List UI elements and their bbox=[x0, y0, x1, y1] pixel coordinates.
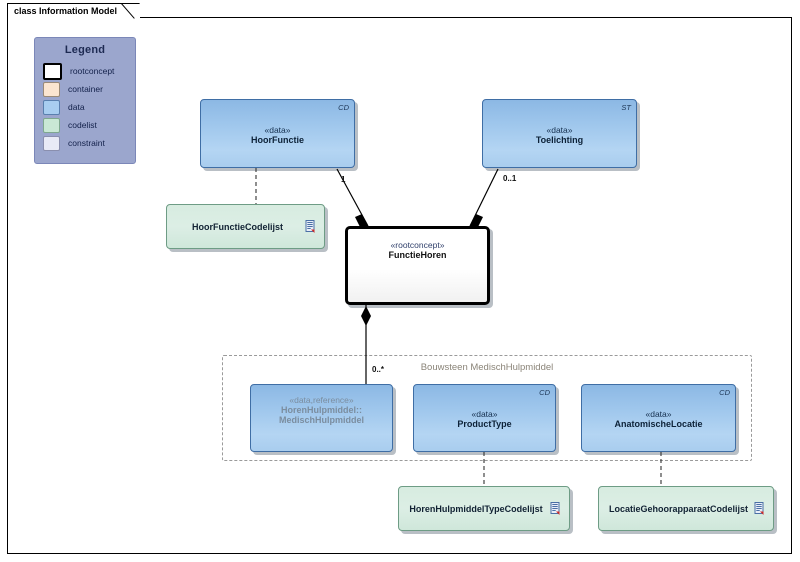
class-medischhulpmiddel[interactable]: «data,reference» HorenHulpmiddel:: Medis… bbox=[250, 384, 396, 455]
document-icon bbox=[754, 501, 764, 515]
classname-locatiegehoorapparaatcodelijst: LocatieGehoorapparaatCodelijst bbox=[609, 503, 749, 514]
document-icon bbox=[305, 219, 315, 233]
frame-title-text: class Information Model bbox=[14, 6, 118, 16]
classname-medischhulpmiddel-line1: HorenHulpmiddel:: bbox=[281, 405, 362, 415]
legend-item-rootconcept: rootconcept bbox=[43, 62, 135, 80]
node-body: CD «data» ProductType bbox=[413, 384, 556, 452]
class-toelichting[interactable]: ST «data» Toelichting bbox=[482, 99, 640, 171]
legend-label-rootconcept: rootconcept bbox=[70, 66, 115, 76]
tab-corner-line bbox=[121, 3, 141, 22]
corner-tag-toelichting: ST bbox=[621, 103, 631, 112]
classname-toelichting: Toelichting bbox=[535, 135, 584, 145]
classname-producttype: ProductType bbox=[457, 419, 512, 429]
stereotype-hoorfunctie: «data» bbox=[264, 125, 291, 135]
legend-item-codelist: codelist bbox=[43, 116, 135, 134]
class-locatiegehoorapparaatcodelijst[interactable]: LocatieGehoorapparaatCodelijst bbox=[598, 486, 777, 534]
swatch-container-icon bbox=[43, 81, 60, 97]
corner-tag-hoorfunctie: CD bbox=[338, 103, 349, 112]
document-icon bbox=[550, 501, 560, 515]
classname-horenhulpmiddeltypecodelijst: HorenHulpmiddelTypeCodelijst bbox=[409, 503, 543, 514]
node-body: HorenHulpmiddelTypeCodelijst bbox=[398, 486, 570, 531]
stereotype-anatomischelocatie: «data» bbox=[645, 409, 672, 419]
legend-title: Legend bbox=[64, 44, 106, 56]
multiplicity-medischhulpmiddel: 0..* bbox=[372, 365, 385, 374]
legend-label-codelist: codelist bbox=[68, 120, 97, 130]
legend-item-container: container bbox=[43, 80, 135, 98]
classname-hoorfunctie: HoorFunctie bbox=[251, 135, 304, 145]
node-body: CD «data» AnatomischeLocatie bbox=[581, 384, 736, 452]
classname-medischhulpmiddel-line2: MedischHulpmiddel bbox=[278, 415, 364, 425]
classname-anatomischelocatie: AnatomischeLocatie bbox=[614, 419, 703, 429]
swatch-constraint-icon bbox=[43, 135, 60, 151]
legend-label-constraint: constraint bbox=[68, 138, 105, 148]
swatch-rootconcept-icon bbox=[43, 62, 62, 80]
stereotype-functiehoren: «rootconcept» bbox=[390, 240, 445, 250]
stereotype-medischhulpmiddel: «data,reference» bbox=[289, 395, 354, 405]
class-functiehoren[interactable]: «rootconcept» FunctieHoren bbox=[345, 226, 493, 308]
legend-label-data: data bbox=[68, 102, 85, 112]
package-bouwsteen-medischhulpmiddel: Bouwsteen MedischHulpmiddel bbox=[222, 355, 752, 461]
swatch-codelist-icon bbox=[43, 117, 60, 133]
node-body: ST «data» Toelichting bbox=[482, 99, 637, 168]
class-anatomischelocatie[interactable]: CD «data» AnatomischeLocatie bbox=[581, 384, 739, 455]
multiplicity-toelichting: 0..1 bbox=[503, 174, 517, 183]
package-title: Bouwsteen MedischHulpmiddel bbox=[420, 362, 554, 373]
node-body: «data,reference» HorenHulpmiddel:: Medis… bbox=[250, 384, 393, 452]
corner-tag-anatomischelocatie: CD bbox=[719, 388, 730, 397]
legend-rows: rootconcept container data codelist cons… bbox=[43, 62, 135, 152]
legend-label-container: container bbox=[68, 84, 103, 94]
stereotype-producttype: «data» bbox=[471, 409, 498, 419]
class-horenhulpmiddeltypecodelijst[interactable]: HorenHulpmiddelTypeCodelijst bbox=[398, 486, 573, 534]
class-producttype[interactable]: CD «data» ProductType bbox=[413, 384, 559, 455]
legend-panel: Legend rootconcept container data codeli… bbox=[34, 37, 136, 164]
node-body: HoorFunctieCodelijst bbox=[166, 204, 325, 249]
node-body: CD «data» HoorFunctie bbox=[200, 99, 355, 168]
node-body: «rootconcept» FunctieHoren bbox=[345, 226, 490, 305]
legend-item-data: data bbox=[43, 98, 135, 116]
stereotype-toelichting: «data» bbox=[546, 125, 573, 135]
class-hoorfunctiecodelijst[interactable]: HoorFunctieCodelijst bbox=[166, 204, 328, 252]
node-body: LocatieGehoorapparaatCodelijst bbox=[598, 486, 774, 531]
corner-tag-producttype: CD bbox=[539, 388, 550, 397]
class-hoorfunctie[interactable]: CD «data» HoorFunctie bbox=[200, 99, 358, 171]
classname-functiehoren: FunctieHoren bbox=[388, 250, 447, 260]
multiplicity-hoorfunctie: 1 bbox=[341, 175, 346, 184]
frame-title-tab: class Information Model bbox=[7, 3, 141, 22]
classname-hoorfunctiecodelijst: HoorFunctieCodelijst bbox=[191, 221, 283, 232]
swatch-data-icon bbox=[43, 99, 60, 115]
legend-item-constraint: constraint bbox=[43, 134, 135, 152]
